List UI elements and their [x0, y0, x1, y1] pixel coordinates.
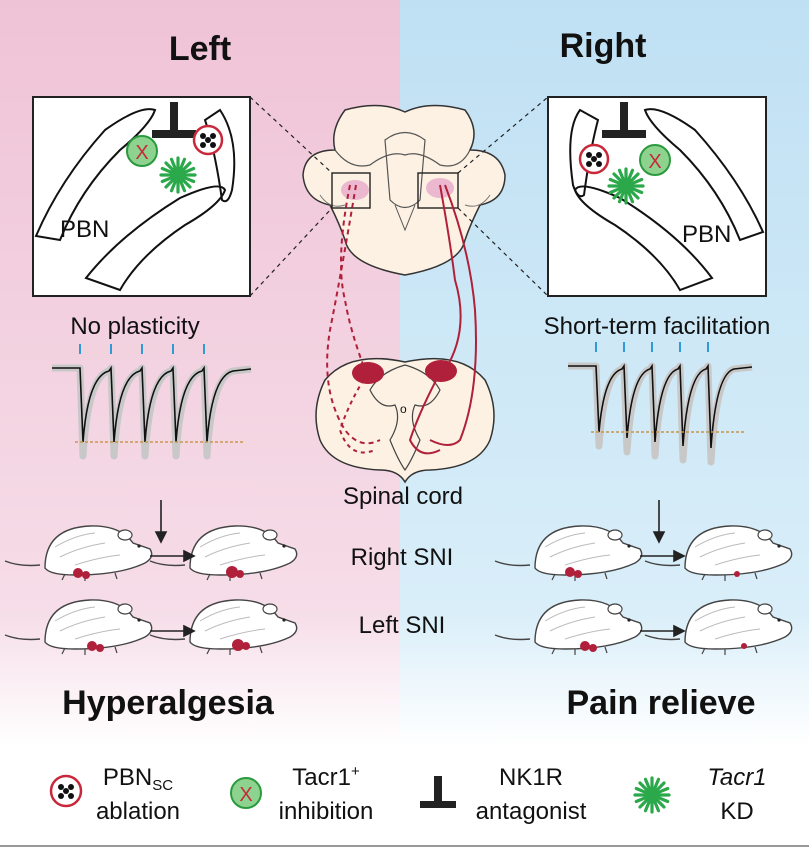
legend-knockdown-icon — [633, 776, 671, 814]
left-ablation-icon — [192, 124, 224, 156]
legend-inhibition-icon: X — [230, 777, 262, 809]
legend-antagonist-label: NK1R — [499, 764, 563, 791]
arrows — [150, 500, 686, 638]
left-title: Left — [169, 30, 231, 68]
right-epsc-trace — [568, 342, 753, 466]
svg-text:X: X — [135, 142, 148, 164]
legend-antagonist-icon — [420, 776, 456, 808]
legend-ablation-label: PBNSC — [103, 764, 173, 794]
left-knockdown-icon — [159, 156, 197, 194]
left-antagonist-icon — [152, 102, 196, 138]
projection-paths — [326, 184, 477, 455]
right-title: Right — [560, 27, 647, 65]
right-knockdown-icon — [607, 167, 645, 205]
svg-text:X: X — [648, 151, 661, 173]
svg-text:X: X — [239, 784, 252, 806]
right-zoom-box — [417, 172, 459, 209]
right-sni-label: Right SNI — [351, 544, 454, 571]
left-plasticity-label: No plasticity — [70, 313, 199, 340]
legend-inhibition-line2: inhibition — [279, 798, 374, 825]
legend: PBNSC ablation X Tacr1+ inhibition NK1R … — [49, 763, 767, 825]
right-ablation-icon — [578, 143, 610, 175]
legend-kd-label: Tacr1 — [707, 764, 766, 791]
legend-ablation-icon — [49, 774, 83, 808]
right-pbn-inset: PBN X — [547, 96, 767, 297]
left-sni-label: Left SNI — [359, 612, 446, 639]
right-antagonist-icon — [602, 102, 646, 138]
left-pbn-inset: PBN X — [32, 96, 251, 297]
legend-antagonist-line2: antagonist — [476, 798, 587, 825]
svg-text:o: o — [400, 402, 407, 416]
right-pbn-label: PBN — [682, 221, 731, 248]
left-inhibition-icon: X — [126, 135, 158, 167]
legend-inhibition-label: Tacr1+ — [292, 763, 360, 791]
right-plasticity-label: Short-term facilitation — [544, 313, 771, 340]
zoom-connectors — [249, 96, 549, 297]
left-epsc-trace — [52, 344, 252, 460]
left-zoom-box — [331, 172, 371, 209]
spinal-cord-label: Spinal cord — [343, 483, 463, 510]
right-outcome: Pain relieve — [566, 684, 755, 722]
left-outcome: Hyperalgesia — [62, 684, 275, 722]
injury-marks — [73, 566, 747, 652]
legend-kd-line2: KD — [720, 798, 753, 825]
legend-ablation-line2: ablation — [96, 798, 180, 825]
right-inhibition-icon: X — [639, 144, 671, 176]
left-pbn-label: PBN — [60, 216, 109, 243]
